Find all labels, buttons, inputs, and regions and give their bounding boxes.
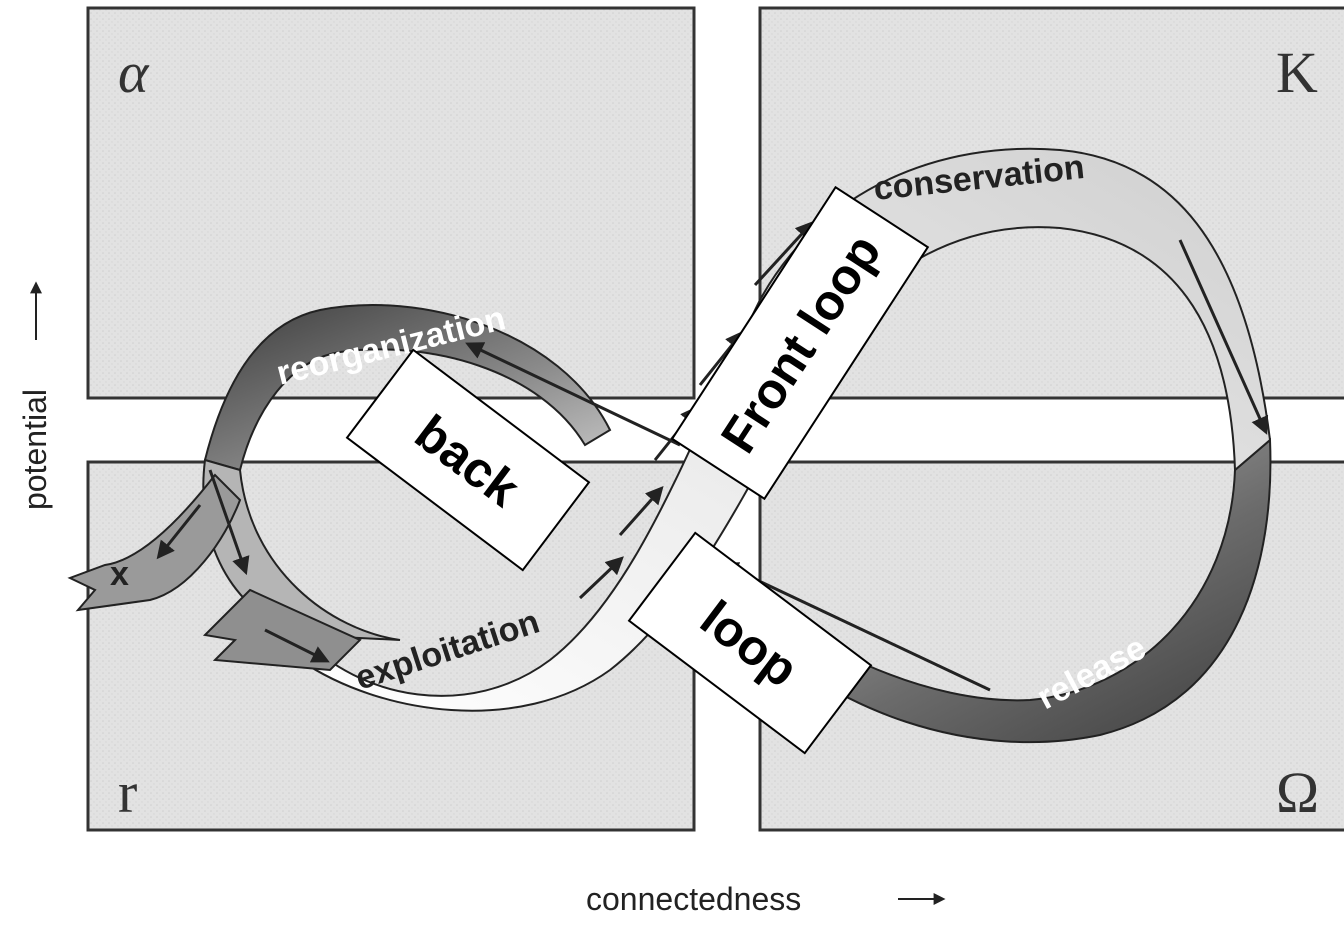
arrow-reorganization [465, 342, 681, 447]
quadrant-label-omega: Ω [1276, 760, 1319, 825]
callout-back-box [345, 348, 591, 572]
quadrant-label-k: K [1276, 40, 1318, 105]
arrow-release [720, 562, 991, 692]
x-axis: connectedness [586, 881, 946, 917]
quadrant-label-r: r [118, 760, 137, 825]
quadrant-label-alpha: α [118, 40, 150, 105]
y-axis: potential [17, 281, 53, 510]
callout-loop: loop [627, 531, 873, 755]
label-exit: x [110, 555, 129, 593]
arrow-conservation [1178, 239, 1269, 435]
arrow-front-2 [618, 485, 664, 536]
arrow-exit [156, 504, 202, 560]
callout-front-loop-box [670, 185, 930, 501]
arrow-descent [208, 469, 250, 576]
arrow-front-5 [753, 221, 814, 287]
arrow-entry [264, 628, 330, 663]
arrow-front-1 [578, 556, 624, 600]
y-axis-label: potential [17, 389, 53, 510]
flow-arrows [156, 221, 1269, 692]
callout-loop-box [627, 531, 873, 755]
callout-back: back [345, 348, 591, 572]
x-axis-label: connectedness [586, 881, 801, 917]
